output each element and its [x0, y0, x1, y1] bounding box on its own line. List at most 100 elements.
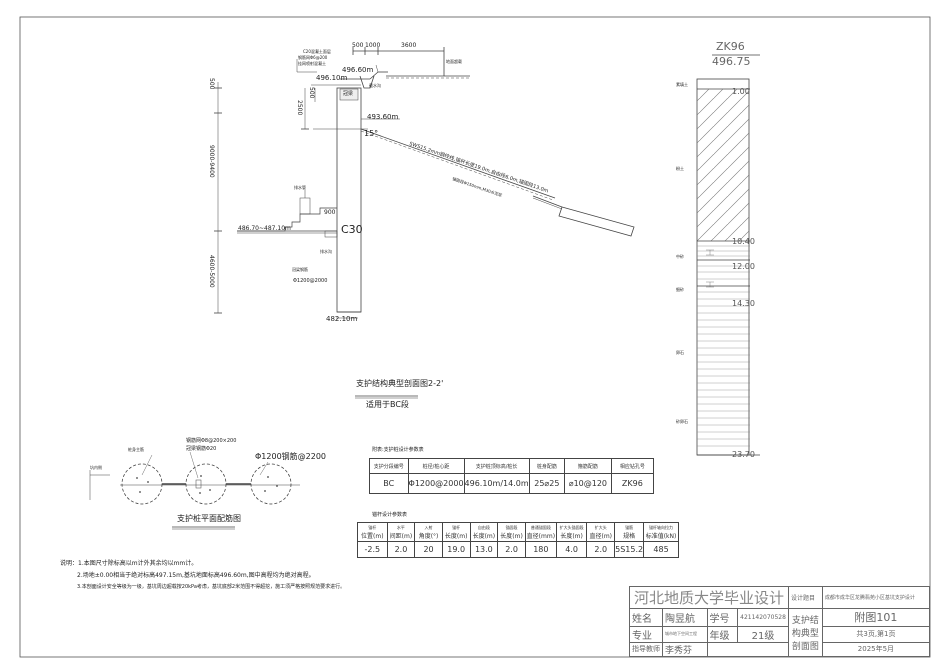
table2-header: 水平间距(m) [386, 522, 416, 542]
table2-header: 锚杆长度(m) [441, 522, 471, 542]
top-note-2: 钢筋网Φ6@200 [298, 55, 328, 60]
depth-3: 12.00 [732, 262, 755, 271]
sheet-border [19, 16, 931, 658]
depth-5: 23.70 [732, 450, 755, 459]
dim-h3: 4600-5000 [208, 255, 215, 288]
table1-header: 支护桩顶标高/桩长 [463, 458, 530, 474]
id-label: 学号 [706, 608, 739, 627]
table1-header: 相应钻孔号 [610, 458, 655, 474]
table1-cell: ⌀10@120 [564, 473, 612, 494]
top-note-3: 挂网喷射混凝土 [298, 61, 326, 66]
anchor-angle: 15° [364, 129, 379, 138]
dim-h4: 2500 [296, 100, 303, 116]
borehole-id: ZK96 [716, 40, 745, 53]
table2-cell: 2.0 [586, 541, 616, 558]
project-label: 设计题目 [787, 585, 823, 610]
layer-note-2: 粉土 [676, 166, 684, 171]
dim-h5: 500 [308, 87, 315, 99]
drawing-date: 2025年5月 [821, 641, 931, 658]
advisor-name: 李秀芬 [662, 641, 708, 658]
table2-cell: 485 [643, 541, 679, 558]
depth-2: 10.40 [732, 237, 755, 246]
page-count: 共3页,第1页 [821, 625, 931, 643]
pipe-note: 排水管 [294, 185, 306, 190]
plan-label-left: 坑内侧 [90, 465, 102, 470]
table1-cell: 496.10m/14.0m [463, 473, 530, 494]
plan-view [89, 451, 300, 505]
layer-note-4: 细砂 [676, 287, 684, 292]
plan-title: 支护桩平面配筋图 [177, 514, 241, 523]
dim-w3: 3600 [401, 42, 417, 49]
section-subtitle: 适用于BC段 [366, 400, 409, 409]
layer-note-3: 中砂 [676, 254, 684, 259]
table2-cell: 180 [524, 541, 557, 558]
depth-4: 14.30 [732, 299, 755, 308]
steel-note: 冠梁钢筋 [292, 267, 308, 272]
top-note-1: C20混凝土面层 [303, 49, 331, 54]
depth-1: 1.00 [732, 87, 750, 96]
table2-header: 扩大头直径(m) [586, 522, 616, 542]
note-2: 2.场地±0.00相当于绝对标高497.15m,基坑地面标高496.60m,图中… [77, 572, 315, 579]
plan-label-mesh: 钢筋网Φ8@200×200 [186, 438, 237, 444]
table2-header: 锚杆轴向拉力标准值(kN) [643, 522, 679, 542]
table2-header: 锚固段长度(m) [497, 522, 526, 542]
grade-value: 21级 [737, 625, 789, 643]
table2-cell: 2.0 [386, 541, 416, 558]
ground-note: 地面超载 [446, 59, 462, 64]
table1-cell: ZK96 [610, 473, 655, 494]
pile-spec: Φ1200@2000 [293, 278, 328, 284]
dim-w1: 500 [352, 42, 364, 49]
table2-cell: 13.0 [469, 541, 499, 558]
table2-cell: -2.5 [357, 541, 388, 558]
table2-cell: 5S15.2 [614, 541, 645, 558]
elev-left: 496.10m [316, 74, 348, 82]
school-name: 河北地质大学毕业设计 [629, 585, 789, 610]
name-label: 姓名 [629, 608, 663, 627]
cap-label: 冠梁 [343, 91, 354, 97]
section-title: 支护结构典型剖面图2-2' [356, 379, 444, 388]
major-label: 专业 [629, 625, 663, 643]
plan-label-pile: Φ1200钢筋@2200 [255, 452, 327, 461]
borehole-column [696, 54, 760, 456]
table2-cell: 4.0 [555, 541, 588, 558]
note-3: 3.本剖面设计安全等级为一级，基坑周边超载按20kPa考虑，基坑底部2米范围不得… [77, 584, 346, 590]
table1-cell: Φ1200@2000 [407, 473, 465, 494]
student-name: 陶昱航 [662, 608, 708, 627]
table1-cell: 25⌀25 [528, 473, 566, 494]
student-id: 421142070528 [737, 608, 789, 627]
plan-label-cap-steel: 冠梁钢筋Φ20 [186, 446, 217, 452]
table1-title: 附表:支护桩设计参数表 [372, 447, 424, 453]
layer-note-5: 卵石 [676, 350, 684, 355]
drawing-title: 支护结构典型剖面图 [787, 608, 823, 657]
table2-header: 锚筋规格 [614, 522, 645, 542]
project-name: 成都市成华区龙腾翡苑小区基坑支护设计 [821, 585, 931, 610]
table2-cell: 19.0 [441, 541, 471, 558]
layer-note-1: 素填土 [676, 82, 688, 87]
dim-h2: 9000-9400 [208, 145, 215, 178]
plan-label-main-bar: 桩身主筋 [128, 447, 144, 452]
elev-bottom: 482.10m [326, 315, 358, 323]
table2-cell: 2.0 [497, 541, 526, 558]
elev-anchor: 493.60m [367, 113, 399, 121]
table2-header: 入射角度(°) [414, 522, 443, 542]
advisor-label: 指导教师 [629, 641, 663, 658]
table2-header: 锚杆位置(m) [357, 522, 388, 542]
dim-w2: 1000 [365, 42, 381, 49]
crest-note: 截水沟 [369, 83, 381, 88]
table2-cell: 20 [414, 541, 443, 558]
table1-header: 桩身配筋 [528, 458, 566, 474]
drain-note: 排水沟 [320, 249, 332, 254]
table2-header: 普通锚固段直径(mm) [524, 522, 557, 542]
table1-header: 支护分段编号 [369, 458, 409, 474]
section-drawing [172, 47, 635, 530]
concrete-grade: C30 [341, 223, 363, 236]
drawing-number: 附图101 [821, 608, 931, 627]
dim-cap: 900 [324, 209, 336, 216]
table1-cell: BC [369, 473, 409, 494]
major-name: 城市地下空间工程 [662, 625, 708, 643]
table2-title: 锚杆设计参数表 [372, 512, 408, 518]
table1-header: 桩径/桩心距 [407, 458, 465, 474]
grade-label: 年级 [706, 625, 739, 643]
